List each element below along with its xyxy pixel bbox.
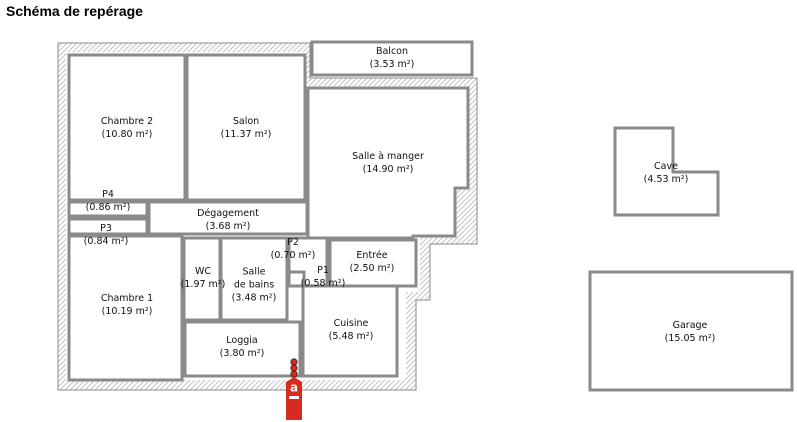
- label-p1: P1 (0.58 m²): [301, 264, 346, 290]
- label-loggia: Loggia (3.80 m²): [220, 334, 265, 360]
- entrance-marker-letter: a: [289, 380, 299, 395]
- room-name: P4: [102, 189, 114, 200]
- room-area: (10.80 m²): [101, 129, 153, 140]
- room-name: Dégagement: [197, 208, 259, 219]
- label-salle-manger: Salle à manger (14.90 m²): [352, 150, 424, 176]
- room-name: WC: [194, 266, 212, 277]
- label-chambre1: Chambre 1 (10.19 m²): [101, 292, 153, 318]
- room-area: (0.70 m²): [270, 250, 316, 261]
- floor-area: [66, 52, 468, 380]
- room-area: (10.19 m²): [101, 306, 153, 317]
- label-garage: Garage (15.05 m²): [665, 319, 716, 345]
- room-salon: [185, 53, 307, 202]
- page-title: Schéma de repérage: [6, 3, 143, 19]
- room-area: (11.37 m²): [220, 129, 272, 140]
- label-salon: Salon (11.37 m²): [221, 115, 272, 141]
- room-name: P2: [287, 237, 299, 248]
- room-name-2: de bains: [233, 279, 275, 291]
- room-salle-manger: [306, 86, 470, 240]
- room-area: (15.05 m²): [664, 333, 716, 344]
- room-name: Chambre 2: [100, 116, 154, 127]
- room-garage: [588, 270, 794, 392]
- label-p3: P3 (0.84 m²): [84, 222, 129, 248]
- label-p4: P4 (0.86 m²): [86, 188, 131, 214]
- room-area: (4.53 m²): [643, 174, 689, 185]
- room-name: Cuisine: [333, 318, 369, 329]
- room-p3: [67, 217, 149, 236]
- room-degagement: [147, 200, 309, 236]
- room-area: (0.58 m²): [300, 278, 346, 289]
- room-area: (5.48 m²): [328, 331, 374, 342]
- room-balcon: [310, 40, 474, 77]
- room-area: (0.84 m²): [83, 236, 129, 247]
- room-name: Cave: [654, 161, 678, 172]
- room-area: (3.68 m²): [205, 221, 251, 232]
- room-name: P3: [100, 223, 112, 234]
- room-p4: [67, 200, 149, 218]
- label-wc: WC (1.97 m²): [181, 265, 226, 291]
- label-cave: Cave (4.53 m²): [644, 160, 689, 186]
- room-area: (1.97 m²): [180, 279, 226, 290]
- room-name: Chambre 1: [100, 293, 154, 304]
- label-balcon: Balcon (3.53 m²): [370, 45, 415, 71]
- room-cave: [613, 126, 720, 217]
- label-degagement: Dégagement (3.68 m²): [197, 207, 259, 233]
- label-chambre2: Chambre 2 (10.80 m²): [101, 115, 153, 141]
- entrance-marker: [286, 358, 302, 420]
- label-p2: P2 (0.70 m²): [271, 236, 316, 262]
- room-name: Salle à manger: [352, 151, 424, 162]
- label-cuisine: Cuisine (5.48 m²): [329, 317, 374, 343]
- room-area: (2.50 m²): [349, 263, 395, 274]
- room-chambre2: [67, 53, 187, 202]
- room-cuisine: [301, 284, 399, 378]
- room-loggia: [183, 320, 302, 378]
- room-area: (3.53 m²): [369, 59, 415, 70]
- label-salle-bains: Salle de bains (3.48 m²): [232, 266, 277, 305]
- room-p1: [286, 270, 306, 288]
- room-area: (0.86 m²): [85, 202, 131, 213]
- room-name: P1: [317, 265, 329, 276]
- room-name: Loggia: [226, 335, 258, 346]
- room-name: Salon: [232, 116, 260, 127]
- room-name: Entrée: [356, 250, 388, 261]
- room-name: Garage: [672, 320, 708, 331]
- room-area: (3.48 m²): [231, 292, 277, 304]
- room-area: (3.80 m²): [219, 348, 265, 359]
- room-name: Balcon: [375, 46, 409, 57]
- room-area: (14.90 m²): [362, 164, 414, 175]
- room-name: Salle: [242, 266, 266, 278]
- room-chambre1: [67, 234, 184, 382]
- label-entree: Entrée (2.50 m²): [350, 249, 395, 275]
